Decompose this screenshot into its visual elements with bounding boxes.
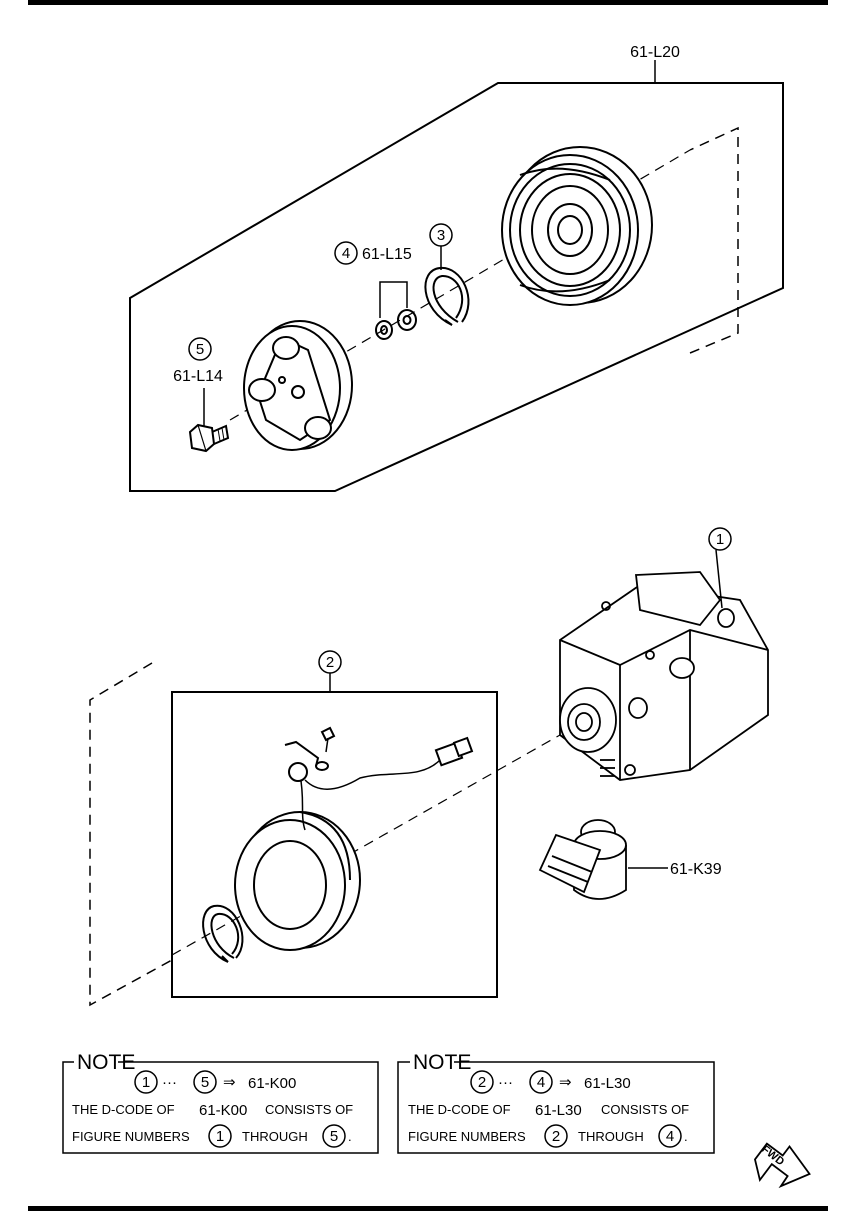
field-coil-box (171, 691, 498, 998)
note-1-line3-mid: THROUGH (242, 1129, 308, 1144)
note-2-line3-from: 2 (552, 1128, 560, 1145)
fwd-arrow-icon: FWD (754, 1142, 811, 1189)
note-2-line3-mid: THROUGH (578, 1129, 644, 1144)
note-2-ellipsis: ··· (498, 1074, 513, 1091)
callout-num-4: 4 (342, 245, 350, 262)
note-1-line3-prefix: FIGURE NUMBERS (72, 1129, 190, 1144)
top-rule (28, 0, 828, 5)
callout-num-3: 3 (437, 227, 445, 244)
note-1-line3-from: 1 (216, 1128, 224, 1145)
note-2-circle-to (529, 1070, 553, 1094)
note-1-heading: NOTE (77, 1051, 135, 1074)
compressor-body (559, 549, 769, 781)
note-1-circle-to (193, 1070, 217, 1094)
lower-dashed-edge (89, 662, 173, 1007)
note-1-line2-suffix: CONSISTS OF (265, 1102, 353, 1117)
upper-assembly-group (129, 60, 784, 492)
note-2-circle-through-to (658, 1124, 682, 1148)
bolt (188, 388, 230, 453)
upper-group-boundary (129, 82, 784, 492)
shim-washers (375, 281, 417, 340)
note-2-range-from: 2 (478, 1074, 486, 1091)
note-2-range-to: 4 (537, 1074, 545, 1091)
upper-dashed-edge (689, 126, 739, 354)
lower-axis (171, 734, 561, 956)
note-2-circle-from (470, 1070, 494, 1094)
note-2-heading: NOTE (413, 1051, 471, 1074)
callout-circle-4 (334, 241, 358, 265)
note-1-dcode: 61-K00 (248, 1075, 296, 1092)
note-1-circle-from (134, 1070, 158, 1094)
note-1-range-from: 1 (142, 1074, 150, 1091)
note-1-circle-through-from (208, 1124, 232, 1148)
pulley (501, 146, 653, 306)
snap-ring-upper (424, 266, 470, 326)
note-2-arrow: ⇒ (559, 1074, 572, 1091)
note-2-dcode: 61-L30 (584, 1075, 631, 1092)
note-2-circle-through-from (544, 1124, 568, 1148)
note-2-line3-to: 4 (666, 1128, 674, 1145)
note-2-line3-end: . (684, 1129, 688, 1144)
note-1-ellipsis: ··· (162, 1074, 177, 1091)
note-1-range-to: 5 (201, 1074, 209, 1091)
note-2-line3-prefix: FIGURE NUMBERS (408, 1129, 526, 1144)
callout-61-L15: 61-L15 (362, 246, 412, 263)
callout-61-L14: 61-L14 (173, 368, 223, 385)
lower-assembly-group (89, 527, 769, 1007)
callout-num-1: 1 (716, 531, 724, 548)
coil-wire-harness (284, 726, 474, 831)
note-box-2: NOTE 2 ··· 4 ⇒ 61-L30 THE D-CODE OF 61-L… (397, 1051, 715, 1154)
callout-num-2: 2 (326, 654, 334, 671)
callout-num-5: 5 (196, 341, 204, 358)
note-1-circle-through-to (322, 1124, 346, 1148)
note-1-line2-code: 61-K00 (199, 1102, 247, 1119)
callout-61-K39: 61-K39 (670, 861, 722, 878)
note-1-line3-to: 5 (330, 1128, 338, 1145)
note-1-line3-end: . (348, 1129, 352, 1144)
note-2-line2-suffix: CONSISTS OF (601, 1102, 689, 1117)
armature-plate (243, 320, 353, 451)
callout-61-L20: 61-L20 (630, 44, 680, 61)
note-1-arrow: ⇒ (223, 1074, 236, 1091)
note-2-line2-prefix: THE D-CODE OF (408, 1102, 511, 1117)
note-2-line2-code: 61-L30 (535, 1102, 582, 1119)
snap-ring-lower (202, 904, 244, 963)
bottom-rule (28, 1206, 828, 1211)
note-box-1: NOTE 1 ··· 5 ⇒ 61-K00 THE D-CODE OF 61-K… (62, 1051, 379, 1154)
control-valve (538, 819, 668, 900)
field-coil (234, 811, 361, 951)
note-1-line2-prefix: THE D-CODE OF (72, 1102, 175, 1117)
callout-circle-1 (708, 527, 732, 551)
callout-circle-5 (188, 337, 212, 361)
